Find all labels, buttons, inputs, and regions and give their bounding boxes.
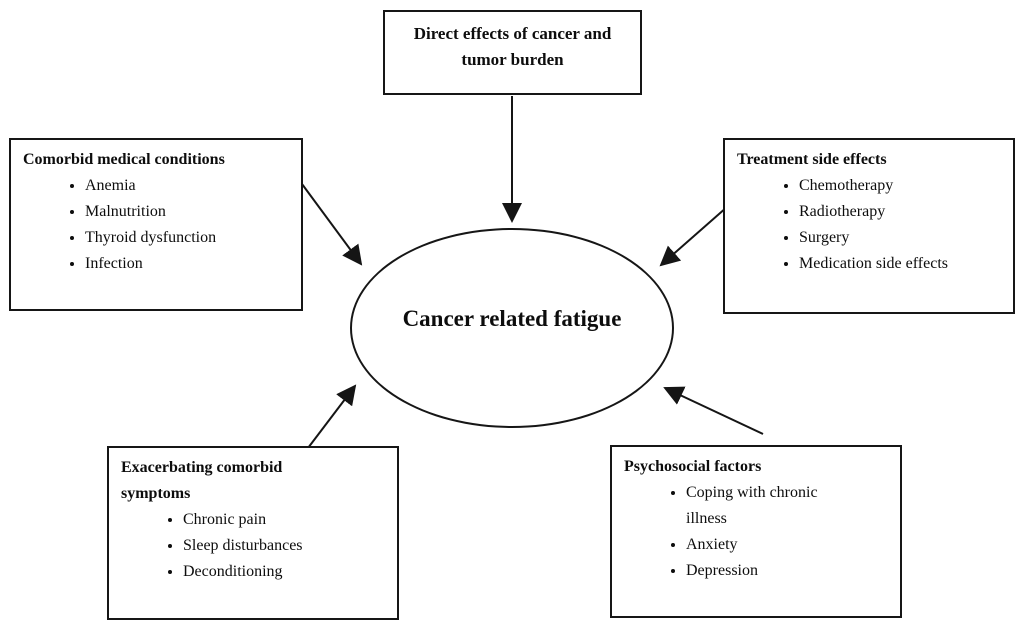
list-item: Malnutrition [85, 199, 295, 225]
list-item: Surgery [799, 225, 1007, 251]
arrow-right-to-center [659, 206, 728, 267]
arrow-bottom-right-to-center [663, 386, 764, 435]
bullet-list: Coping with chronic illnessAnxietyDepres… [612, 480, 900, 584]
box-exacerbating-comorbid-symptoms: Exacerbating comorbid symptoms Chronic p… [107, 446, 399, 620]
arrow-left-to-center [301, 183, 363, 266]
list-item: Coping with chronic illness [686, 480, 848, 532]
bullet-list: ChemotherapyRadiotherapySurgeryMedicatio… [725, 173, 1013, 277]
box-direct-effects: Direct effects of cancer and tumor burde… [383, 10, 642, 95]
box-treatment-side-effects: Treatment side effects ChemotherapyRadio… [723, 138, 1015, 314]
box-psychosocial-factors: Psychosocial factors Coping with chronic… [610, 445, 902, 618]
list-item: Sleep disturbances [183, 533, 391, 559]
arrow-bottom-left-to-center [307, 384, 357, 449]
bullet-list: Chronic painSleep disturbancesDeconditio… [109, 507, 397, 585]
list-item: Chronic pain [183, 507, 391, 533]
list-item: Anxiety [686, 532, 848, 558]
center-node-label: Cancer related fatigue [402, 306, 622, 331]
list-item: Thyroid dysfunction [85, 225, 295, 251]
center-node-ellipse: Cancer related fatigue [350, 228, 674, 428]
list-item: Chemotherapy [799, 173, 1007, 199]
bullet-list: AnemiaMalnutritionThyroid dysfunctionInf… [11, 173, 301, 277]
list-item: Infection [85, 251, 295, 277]
box-title: Psychosocial factors [624, 458, 762, 475]
list-item: Medication side effects [799, 251, 1007, 277]
box-title: Comorbid medical conditions [23, 151, 225, 168]
box-title: Exacerbating comorbid symptoms [121, 459, 283, 502]
box-title: Treatment side effects [737, 151, 887, 168]
list-item: Anemia [85, 173, 295, 199]
list-item: Deconditioning [183, 559, 391, 585]
box-comorbid-medical-conditions: Comorbid medical conditions AnemiaMalnut… [9, 138, 303, 311]
list-item: Radiotherapy [799, 199, 1007, 225]
list-item: Depression [686, 558, 848, 584]
box-title: Direct effects of cancer and tumor burde… [413, 24, 612, 69]
